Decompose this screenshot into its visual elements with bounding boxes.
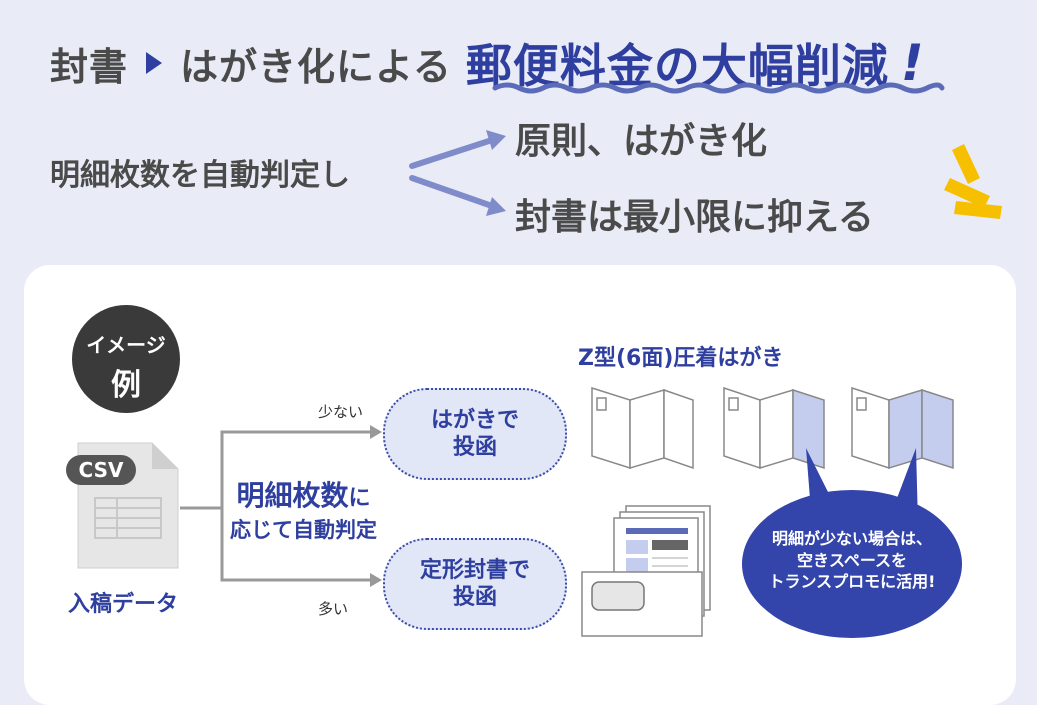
judge-main: 明細枚数: [236, 479, 349, 512]
example-badge: イメージ 例: [72, 305, 180, 413]
speech-bubble: [742, 448, 962, 638]
flow-connector: [180, 430, 378, 582]
zfold-postcard-center: [851, 386, 954, 470]
split-arrows: [409, 137, 495, 209]
branch-many-label: 多い: [318, 600, 349, 618]
csv-tag: CSV: [66, 455, 136, 485]
arrow-head-up: [486, 130, 506, 150]
subline-right-envelope: 封書は最小限に抑える: [515, 197, 874, 238]
headline: 封書 はがき化による 郵便料金の大幅削減 !: [50, 28, 924, 98]
subline-left: 明細枚数を自動判定し: [50, 158, 350, 193]
option-postcard-text: はがきで 投函: [430, 407, 519, 461]
input-data-label: 入稿データ: [68, 592, 179, 617]
option-envelope: 定形封書で 投函: [383, 538, 567, 630]
badge-example: 例: [111, 368, 141, 403]
auto-judge-label: 明細枚数に 応じて自動判定: [230, 474, 377, 544]
burst-icon: [944, 144, 1002, 219]
envelope-stack-icon: [581, 505, 711, 637]
headline-highlight: 郵便料金の大幅削減: [465, 39, 889, 93]
connector-head-top: [370, 425, 382, 439]
bubble-text: 明細が少ない場合は、 空きスペースを トランスプロモに活用!: [768, 529, 936, 592]
branch-few-label: 少ない: [318, 403, 364, 421]
option-postcard: はがきで 投函: [383, 388, 567, 480]
badge-label: イメージ: [86, 333, 166, 357]
diagram-graphics: [77, 82, 1002, 638]
option-envelope-text: 定形封書で 投函: [419, 557, 530, 611]
zfold-postcard-plain: [591, 386, 694, 470]
triangle-arrow-icon: [146, 52, 163, 74]
headline-postcard: はがき化による: [180, 44, 452, 89]
judge-suffix: に: [348, 486, 371, 511]
zfold-postcard-right: [723, 386, 825, 470]
connector-head-bottom: [370, 573, 382, 587]
wavy-underline: [492, 82, 945, 94]
postcard-type-title: Z型(6面)圧着はがき: [578, 346, 784, 371]
arrow-head-down: [486, 197, 506, 216]
judge-sub: 応じて自動判定: [230, 518, 377, 542]
headline-exclamation: !: [900, 34, 924, 92]
headline-envelope: 封書: [50, 44, 129, 89]
subline-right-postcard: 原則、はがき化: [515, 121, 768, 162]
